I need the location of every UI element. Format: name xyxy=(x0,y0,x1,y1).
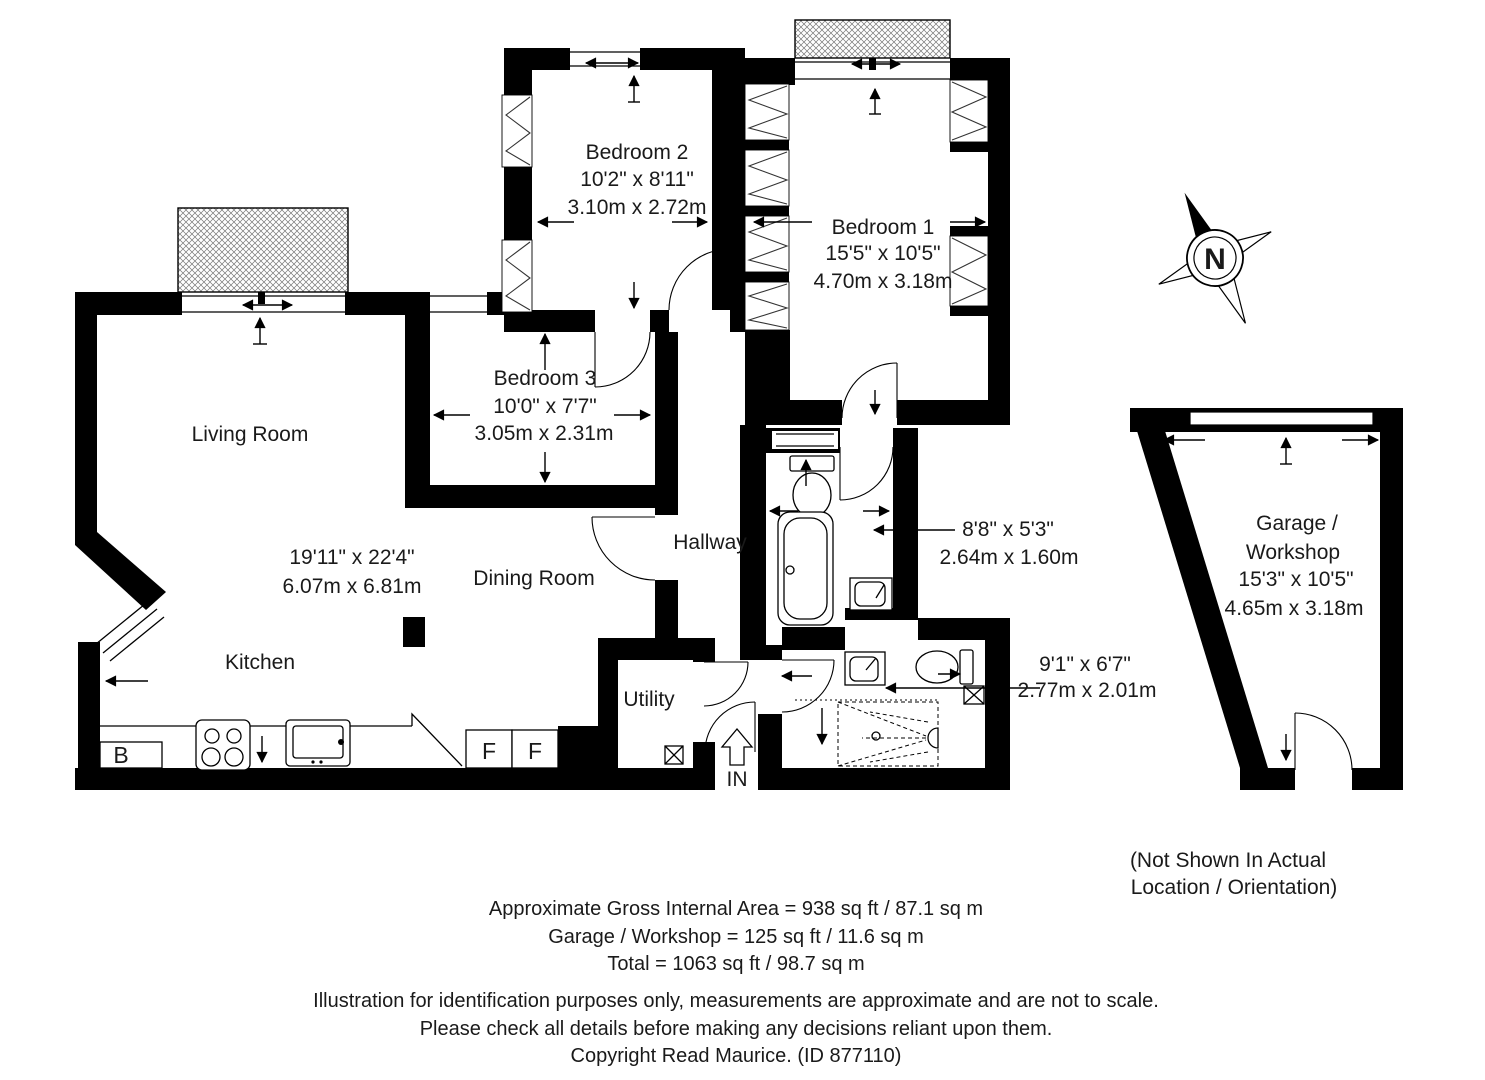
bathtub-icon xyxy=(777,511,834,626)
garage-note-line2: Location / Orientation) xyxy=(1131,876,1338,899)
hob-icon xyxy=(195,719,251,771)
living-room-dims-ft: 19'11" x 22'4" xyxy=(289,546,414,569)
doors xyxy=(591,248,1353,771)
disclaimer-line2: Please check all details before making a… xyxy=(420,1018,1053,1040)
fridge2-label: F xyxy=(528,738,542,764)
compass-north-label: N xyxy=(1204,243,1226,276)
appliance-box-icon xyxy=(664,745,684,765)
bedroom1-dims-ft: 15'5" x 10'5" xyxy=(825,242,940,265)
dining-room-label: Dining Room xyxy=(473,567,594,590)
bathroom-dims-ft: 8'8" x 5'3" xyxy=(962,518,1054,541)
area-summary-line3: Total = 1063 sq ft / 98.7 sq m xyxy=(607,953,864,975)
bathroom-fixtures xyxy=(777,455,893,626)
bedroom2-dims-m: 3.10m x 2.72m xyxy=(568,196,707,219)
garage-dims-ft: 15'3" x 10'5" xyxy=(1238,568,1353,591)
area-summary-line2: Garage / Workshop = 125 sq ft / 11.6 sq … xyxy=(548,926,924,948)
footer-text: Approximate Gross Internal Area = 938 sq… xyxy=(313,898,1159,1067)
kitchen-fixtures xyxy=(99,712,559,771)
living-room-dims-m: 6.07m x 6.81m xyxy=(283,575,422,598)
bedroom2-dims-ft: 10'2" x 8'11" xyxy=(580,168,694,191)
entrance-label: IN xyxy=(727,768,748,791)
compass-icon: N xyxy=(1158,192,1272,324)
dimension-arrows xyxy=(104,57,1380,764)
entrance-arrow-icon xyxy=(720,727,754,766)
bedroom3-dims-m: 3.05m x 2.31m xyxy=(475,422,614,445)
garage-door xyxy=(1189,411,1374,426)
bedroom3-dims-ft: 10'0" x 7'7" xyxy=(493,395,597,418)
copyright-line: Copyright Read Maurice. (ID 877110) xyxy=(571,1045,902,1067)
bedroom1-label: Bedroom 1 xyxy=(832,216,935,239)
garage-note-line1: (Not Shown In Actual xyxy=(1130,849,1326,872)
shower-room-dims-m: 2.77m x 2.01m xyxy=(1018,679,1157,702)
kitchen-label: Kitchen xyxy=(225,651,295,674)
garage-dims-m: 4.65m x 3.18m xyxy=(1225,597,1364,620)
bay-window-hatch xyxy=(177,19,951,293)
bedroom1-dims-m: 4.70m x 3.18m xyxy=(814,270,953,293)
bathroom-dims-m: 2.64m x 1.60m xyxy=(940,546,1079,569)
extractor-box-icon xyxy=(963,685,985,705)
utility-label: Utility xyxy=(623,688,675,711)
hallway-label: Hallway xyxy=(673,531,747,554)
fridge-box-2 xyxy=(511,729,559,769)
sink-icon xyxy=(849,577,893,611)
boiler-box xyxy=(99,741,163,769)
shower-room-fixtures xyxy=(795,649,985,767)
windows xyxy=(95,51,1374,662)
area-summary-line1: Approximate Gross Internal Area = 938 sq… xyxy=(489,898,983,920)
disclaimer-line1: Illustration for identification purposes… xyxy=(313,990,1159,1012)
shower-icon xyxy=(795,699,939,767)
bedroom2-label: Bedroom 2 xyxy=(586,141,689,164)
garage-label-line1: Garage / xyxy=(1256,512,1338,535)
living-room-label: Living Room xyxy=(192,423,309,446)
fridge1-label: F xyxy=(482,738,496,764)
garage-label-line2: Workshop xyxy=(1246,541,1340,564)
kitchen-sink-icon xyxy=(285,719,351,767)
sink-icon xyxy=(844,651,886,686)
shower-room-dims-ft: 9'1" x 6'7" xyxy=(1039,653,1131,676)
counter-flap xyxy=(411,712,463,767)
boiler-label: B xyxy=(113,742,128,768)
toilet-icon xyxy=(915,649,974,685)
bedroom3-label: Bedroom 3 xyxy=(494,367,597,390)
utility-fixtures xyxy=(664,745,684,765)
toilet-icon xyxy=(789,455,835,518)
wardrobes xyxy=(501,79,989,331)
